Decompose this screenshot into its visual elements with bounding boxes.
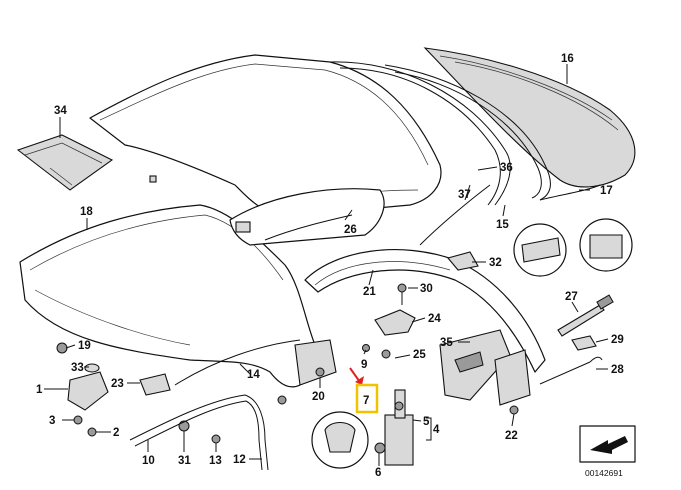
lower-seals xyxy=(129,339,301,471)
callout-4: 4 xyxy=(433,424,440,436)
callout-7: 7 xyxy=(363,395,369,407)
callout-1: 1 xyxy=(36,384,43,396)
bracket-24 xyxy=(374,309,416,336)
callout-18: 18 xyxy=(80,206,93,218)
highlight-box xyxy=(355,383,379,414)
part-34-pad xyxy=(16,134,114,191)
callout-labels: 16 34 36 17 37 15 18 26 32 21 30 27 24 1… xyxy=(36,53,624,479)
callout-10: 10 xyxy=(142,455,155,467)
callout-35: 35 xyxy=(440,337,453,349)
bracket-assembly xyxy=(439,329,531,406)
rear-window-glass xyxy=(423,47,636,188)
callout-25: 25 xyxy=(413,349,426,361)
callout-16: 16 xyxy=(561,53,574,65)
callout-2: 2 xyxy=(113,427,119,439)
callout-6: 6 xyxy=(375,467,381,479)
bracket-1 xyxy=(67,371,109,411)
detail-circle-seal xyxy=(311,411,369,469)
callout-27: 27 xyxy=(565,291,578,303)
callout-3: 3 xyxy=(49,415,55,427)
callout-23: 23 xyxy=(111,378,124,390)
callout-14: 14 xyxy=(247,369,260,381)
highlight-arrow xyxy=(349,367,364,386)
detail-circle-17 xyxy=(579,218,633,272)
callout-33: 33 xyxy=(71,362,84,374)
callout-12: 12 xyxy=(233,454,246,466)
callout-13: 13 xyxy=(209,455,222,467)
part-32 xyxy=(447,251,479,271)
hinge-assembly xyxy=(374,389,414,466)
callout-21: 21 xyxy=(363,286,376,298)
callout-9: 9 xyxy=(361,359,367,371)
soft-top-frame xyxy=(19,204,337,388)
callout-34: 34 xyxy=(54,105,67,117)
callout-32: 32 xyxy=(489,257,502,269)
detail-circle-15 xyxy=(513,223,567,277)
cover-panel xyxy=(229,188,385,246)
callout-36: 36 xyxy=(500,162,513,174)
callout-26: 26 xyxy=(344,224,357,236)
clip-23 xyxy=(139,373,171,396)
callout-22: 22 xyxy=(505,430,518,442)
diagram-ref-number: 00142691 xyxy=(585,468,623,478)
callout-19: 19 xyxy=(78,340,91,352)
hardtop-roof xyxy=(89,54,442,217)
callout-20: 20 xyxy=(312,391,325,403)
tools xyxy=(539,294,614,385)
callout-17: 17 xyxy=(600,185,613,197)
callout-37: 37 xyxy=(458,189,471,201)
callout-30: 30 xyxy=(420,283,433,295)
roof-seal-strips xyxy=(329,61,601,246)
callout-28: 28 xyxy=(611,364,624,376)
view-direction-box xyxy=(579,425,636,463)
callout-29: 29 xyxy=(611,334,624,346)
leader-lines xyxy=(44,64,609,466)
callout-31: 31 xyxy=(178,455,191,467)
tension-bow xyxy=(304,249,546,373)
callout-24: 24 xyxy=(428,313,441,325)
callout-5: 5 xyxy=(423,416,430,428)
callout-15: 15 xyxy=(496,219,509,231)
